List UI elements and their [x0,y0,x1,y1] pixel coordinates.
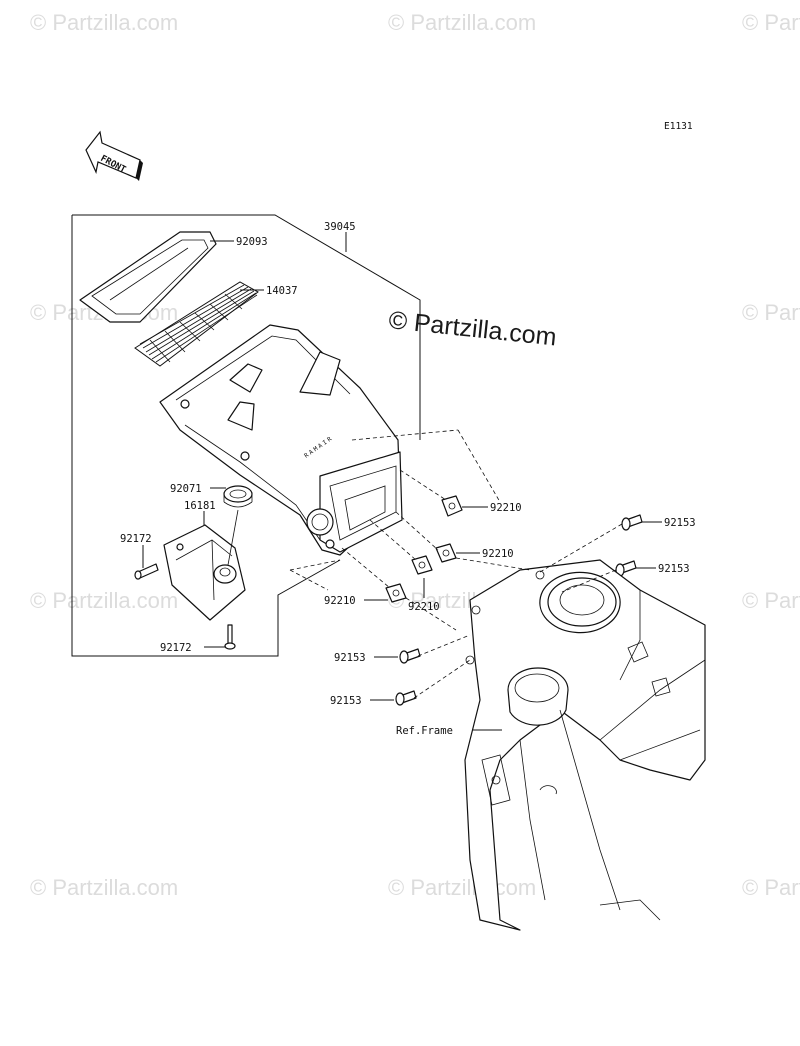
grommet-92071 [223,485,253,508]
part-label-92093: 92093 [236,236,268,248]
clip-92210 [441,495,463,517]
part-label-92172: 92172 [160,642,192,654]
part-label-14037: 14037 [266,285,298,297]
part-label-92153: 92153 [330,695,362,707]
watermark: © Partzilla.com [388,875,536,900]
watermark: © Partzilla.com [30,10,178,35]
motorcycle-frame [464,559,706,931]
part-label-92172: 92172 [120,533,152,545]
bolt-92153 [399,648,421,664]
part-label-16181: 16181 [184,500,216,512]
watermark: © Partzilla.com [742,10,800,35]
assembly-outline [72,214,421,440]
clip-92210 [411,555,433,575]
duct-cover-92093 [79,231,217,323]
screw-92172 [224,624,236,650]
part-label-92153: 92153 [664,517,696,529]
part-label-92210: 92210 [408,601,440,613]
screw-92172 [134,563,159,580]
ref-frame-label: Ref.Frame [396,725,453,737]
assembly-outline [71,215,341,657]
watermark: © Partzilla.com [742,300,800,325]
watermark: © Partzilla.com [742,588,800,613]
watermark-primary: © Partzilla.com [387,306,557,351]
part-label-92153: 92153 [334,652,366,664]
part-label-92210: 92210 [324,595,356,607]
watermark: © Partzilla.com [30,588,178,613]
part-label-39045: 39045 [324,221,356,233]
mesh-screen-14037 [134,281,259,367]
bolt-92153 [621,514,643,531]
part-label-92210: 92210 [482,548,514,560]
air-duct-39045: RAMAIR [159,324,403,556]
bolt-92153 [395,690,417,706]
part-labels: 39045 92093 14037 92071 16181 92172 9217… [120,221,696,737]
watermark: © Partzilla.com [388,10,536,35]
diagram-code: E1131 [664,121,693,132]
part-label-92153: 92153 [658,563,690,575]
watermark: © Partzilla.com [30,875,178,900]
resonator-16181 [163,509,246,621]
part-label-92210: 92210 [490,502,522,514]
watermark: © Partzilla.com [742,875,800,900]
clip-92210 [435,543,457,563]
part-label-92071: 92071 [170,483,202,495]
leader-lines [142,232,662,731]
front-arrow-icon: FRONT [85,130,143,181]
